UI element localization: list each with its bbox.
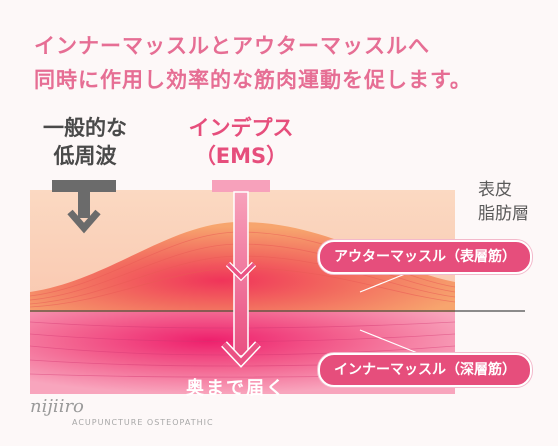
shallow-arrow-icon — [52, 180, 116, 234]
indepth-ems-label: インデプス （EMS） — [176, 114, 306, 170]
outer-muscle-label: アウターマッスル（表層筋） — [318, 240, 532, 274]
indepth-ems-label-line-1: インデプス — [188, 116, 294, 140]
deep-arrow-icon — [212, 180, 270, 368]
skin-label: 表皮 — [478, 180, 512, 200]
nijiiro-logo: nijiiro — [30, 396, 84, 417]
indepth-ems-label-line-2: （EMS） — [194, 144, 288, 168]
fat-layer-label: 脂肪層 — [478, 204, 529, 224]
nijiiro-logo-subtitle: ACUPUNCTURE OSTEOPATHIC — [72, 418, 214, 427]
headline-line-2: 同時に作用し効率的な筋肉運動を促します。 — [34, 68, 472, 92]
low-frequency-label: 一般的な 低周波 — [30, 114, 140, 170]
reaches-deep-text: 奥まで届く — [186, 378, 286, 399]
headline-line-1: インナーマッスルとアウターマッスルへ — [34, 34, 430, 58]
inner-muscle-label: インナーマッスル（深層筋） — [318, 353, 532, 387]
low-frequency-label-line-1: 一般的な — [43, 116, 127, 140]
low-frequency-label-line-2: 低周波 — [53, 144, 117, 168]
skin-fat-label: 表皮 脂肪層 — [478, 178, 529, 226]
